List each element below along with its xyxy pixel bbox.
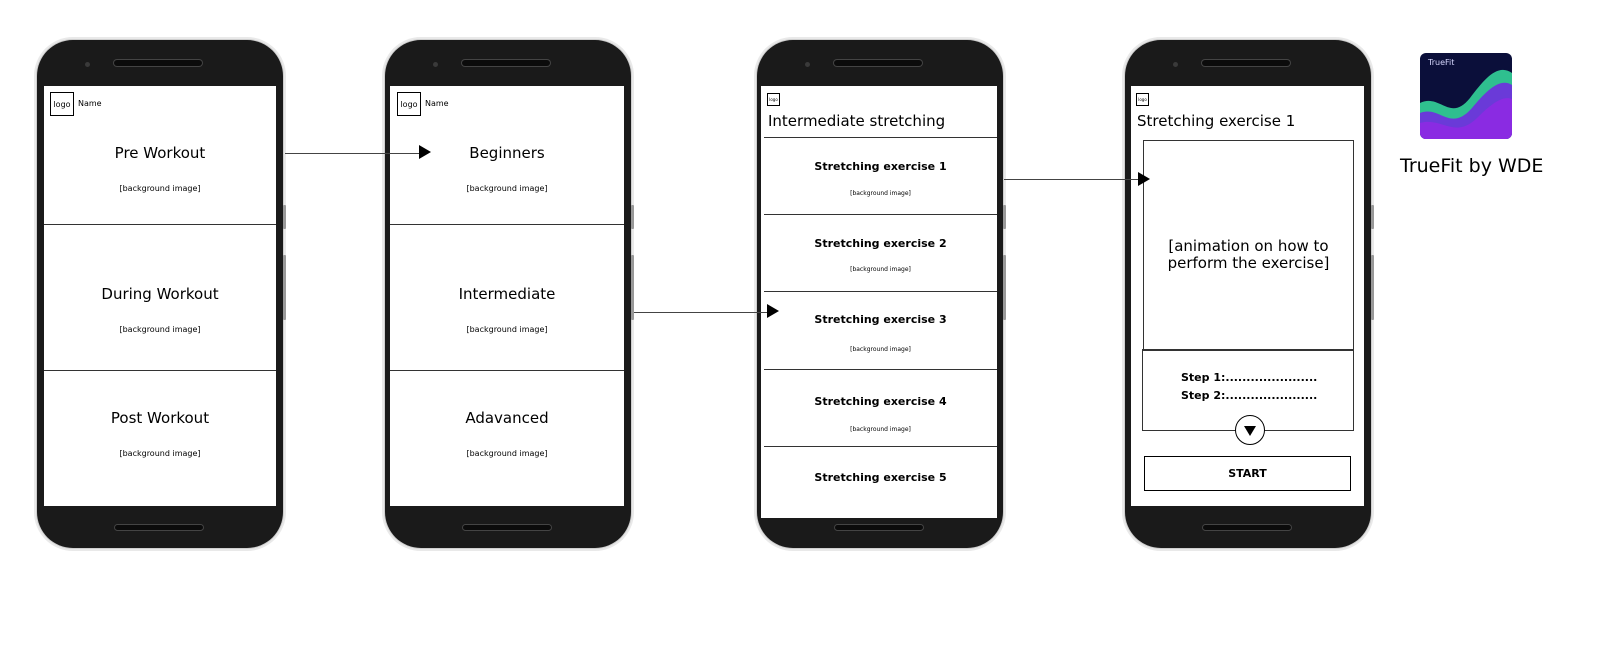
menu-item-advanced[interactable]: Adavanced [background image] [390,371,624,506]
background-image-placeholder: [background image] [850,426,911,433]
app-icon-label: TrueFit [1428,58,1455,67]
logo-placeholder: logo [50,92,74,116]
side-button [1371,255,1374,320]
camera-icon [1173,62,1178,67]
list-item-exercise-4[interactable]: Stretching exercise 4 [background image] [764,369,997,447]
menu-item-intermediate[interactable]: Intermediate [background image] [390,225,624,371]
flow-arrowhead-icon [767,304,779,318]
bottom-speaker [463,525,551,530]
page-title: Stretching exercise 1 [1137,112,1296,130]
flow-arrow-line [285,153,421,154]
menu-item-pre-workout[interactable]: Pre Workout [background image] [44,86,276,225]
background-image-placeholder: [background image] [119,184,201,193]
camera-icon [433,62,438,67]
app-name: Name [425,99,449,108]
exercise-title: Stretching exercise 4 [814,395,947,408]
logo-placeholder: logo [397,92,421,116]
flow-arrowhead-icon [1138,172,1150,186]
menu-item-title: Adavanced [465,409,549,427]
screen-exercise-detail: logo Stretching exercise 1 [animation on… [1131,86,1364,506]
exercise-title: Stretching exercise 1 [814,160,947,173]
speaker-grille [462,60,550,66]
expand-button[interactable] [1235,415,1265,445]
exercise-title: Stretching exercise 5 [814,471,947,484]
side-button [1003,255,1006,320]
menu-item-during-workout[interactable]: During Workout [background image] [44,225,276,371]
list-item-exercise-5[interactable]: Stretching exercise 5 [764,446,997,507]
phone-mockup-2: logo Name Beginners [background image] I… [385,40,634,548]
exercise-title: Stretching exercise 3 [814,313,947,326]
step-1: Step 1:...................... [1181,371,1318,384]
side-button [283,255,286,320]
speaker-grille [114,60,202,66]
screen-exercise-list: logo Intermediate stretching Stretching … [761,86,997,518]
bottom-speaker [115,525,203,530]
background-image-placeholder: [background image] [466,449,548,458]
side-button [1371,205,1374,229]
background-image-placeholder: [background image] [119,325,201,334]
speaker-grille [834,60,922,66]
menu-item-title: Beginners [469,144,545,162]
bottom-speaker [1203,525,1291,530]
side-button [631,205,634,229]
animation-box: [animation on how to perform the exercis… [1143,140,1354,351]
exercise-title: Stretching exercise 2 [814,237,947,250]
flow-arrow-line [1004,179,1139,180]
bottom-speaker [835,525,923,530]
brand-name: TrueFit by WDE [1400,155,1544,177]
flow-arrowhead-icon [419,145,431,159]
background-image-placeholder: [background image] [850,190,911,197]
list-item-exercise-3[interactable]: Stretching exercise 3 [background image] [764,291,997,370]
truefit-app-icon: TrueFit [1420,53,1512,139]
side-button [631,255,634,320]
background-image-placeholder: [background image] [466,325,548,334]
menu-item-title: Pre Workout [114,144,206,162]
step-2: Step 2:...................... [1181,389,1318,402]
list-item-exercise-2[interactable]: Stretching exercise 2 [background image] [764,214,997,292]
list-item-exercise-1[interactable]: Stretching exercise 1 [background image] [764,137,997,215]
side-button [1003,205,1006,229]
flow-arrow-line [634,312,768,313]
logo-placeholder: logo [1136,93,1149,106]
page-title: Intermediate stretching [768,112,946,130]
phone-mockup-1: logo Name Pre Workout [background image]… [37,40,286,548]
start-button[interactable]: START [1144,456,1351,491]
menu-item-post-workout[interactable]: Post Workout [background image] [44,371,276,506]
menu-item-title: Intermediate [458,285,556,303]
chevron-down-icon [1244,426,1256,436]
logo-placeholder: logo [767,93,780,106]
background-image-placeholder: [background image] [850,346,911,353]
camera-icon [805,62,810,67]
background-image-placeholder: [background image] [119,449,201,458]
side-button [283,205,286,229]
app-name: Name [78,99,102,108]
menu-item-beginners[interactable]: Beginners [background image] [390,86,624,225]
camera-icon [85,62,90,67]
steps-box: Step 1:...................... Step 2:...… [1142,349,1354,431]
menu-item-title: During Workout [101,285,219,303]
phone-mockup-3: logo Intermediate stretching Stretching … [757,40,1006,548]
menu-item-title: Post Workout [110,409,210,427]
start-button-label: START [1228,467,1267,480]
animation-placeholder-text: [animation on how to perform the exercis… [1167,237,1330,272]
phone-mockup-4: logo Stretching exercise 1 [animation on… [1125,40,1374,548]
background-image-placeholder: [background image] [466,184,548,193]
background-image-placeholder: [background image] [850,266,911,273]
screen-workout-phase: logo Name Pre Workout [background image]… [44,86,276,506]
speaker-grille [1202,60,1290,66]
